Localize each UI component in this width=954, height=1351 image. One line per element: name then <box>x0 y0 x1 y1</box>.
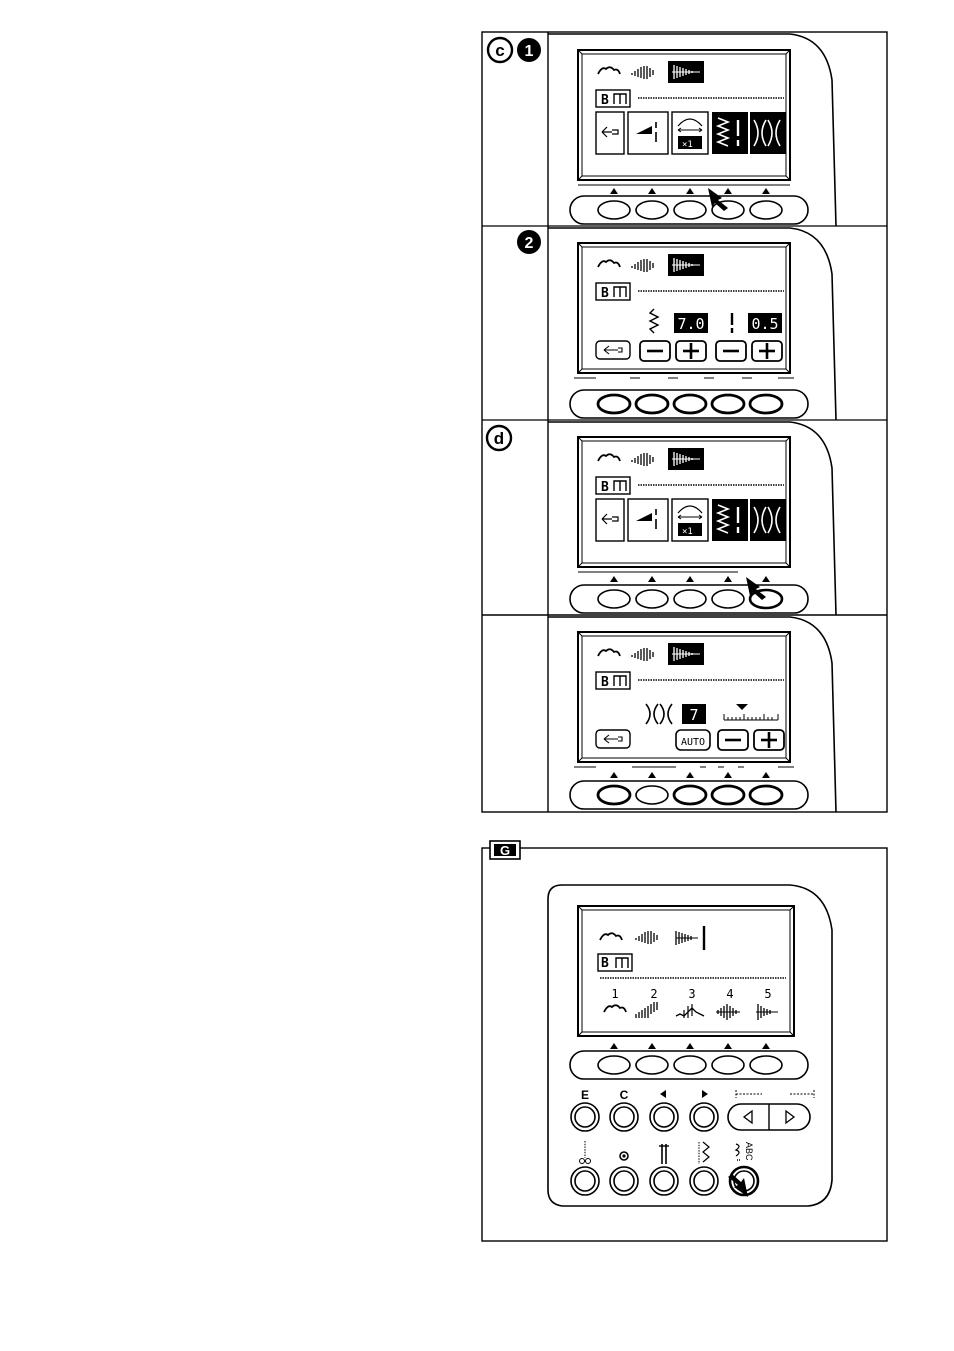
c-button-label: C <box>620 1088 629 1102</box>
c-button[interactable] <box>610 1103 638 1131</box>
button-strip-c2[interactable] <box>570 390 808 418</box>
bobbin-labels: B B B B <box>601 93 609 690</box>
button-strip-d2[interactable] <box>570 781 808 809</box>
e-button[interactable] <box>571 1103 599 1131</box>
pattern-number-2: 2 <box>650 987 657 1001</box>
pattern-numbers: 1 2 3 4 5 <box>611 987 771 1001</box>
control-panel-g: B 1 2 3 4 5 <box>548 885 832 1206</box>
lcd-screen-d1: ×1 <box>578 437 790 572</box>
svg-text:1: 1 <box>525 43 534 60</box>
pattern-2-icon <box>636 1002 657 1018</box>
panel-d-step1: d ×1 <box>487 420 836 615</box>
function-row-1: E C <box>571 1088 814 1131</box>
width-slider-indicator <box>736 1090 814 1098</box>
pattern-number-4: 4 <box>726 987 733 1001</box>
e-button-label: E <box>581 1088 589 1102</box>
abc-label: ABC <box>744 1142 754 1161</box>
prev-button[interactable] <box>650 1103 678 1131</box>
frame-g: G <box>482 841 887 1241</box>
auto-button-label: AUTO <box>681 737 705 748</box>
tension-value: 7 <box>689 706 698 724</box>
slider-right-icon <box>786 1111 794 1123</box>
function-row-2: ABC <box>571 1141 758 1197</box>
arrow-row-c1 <box>610 188 770 194</box>
abc-mode-icon: ABC <box>736 1142 754 1161</box>
zigzag-icon <box>699 1142 709 1164</box>
step-2-marker: 2 <box>517 230 541 254</box>
panel-c-step1: c 1 ×1 <box>488 32 836 226</box>
needle-position-icon <box>659 1144 669 1164</box>
needle-position-button[interactable] <box>650 1167 678 1195</box>
pattern-number-5: 5 <box>764 987 771 1001</box>
pattern-number-1: 1 <box>611 987 618 1001</box>
pattern-counter: ×1 <box>682 527 693 537</box>
width-value: 7.0 <box>677 315 704 333</box>
step-1-marker: 1 <box>517 38 541 62</box>
lock-stitch-icon <box>620 1152 628 1160</box>
bobbin-label: B <box>601 675 609 690</box>
arrow-row-d2 <box>610 772 770 778</box>
button-strip-c1[interactable] <box>570 196 808 224</box>
section-d-marker: d <box>487 426 511 450</box>
length-value: 0.5 <box>751 315 778 333</box>
bobbin-label: B <box>601 480 609 495</box>
button-strip-d1[interactable] <box>570 585 808 613</box>
svg-text:G: G <box>500 843 510 858</box>
slider-left-icon <box>744 1111 752 1123</box>
arrow-row-d1 <box>610 576 770 582</box>
press-arrow-icon <box>746 577 766 600</box>
svg-text:d: d <box>494 429 504 448</box>
lcd-screen-d2: 7 AUTO <box>574 632 794 767</box>
pattern-1-icon <box>604 1005 626 1012</box>
panel-c-step2: 2 7.0 0.5 <box>517 226 836 420</box>
lcd-screen-c1: ×1 <box>578 50 790 185</box>
svg-text:c: c <box>495 41 504 60</box>
section-c-marker: c <box>488 38 512 62</box>
lock-stitch-button[interactable] <box>610 1167 638 1195</box>
right-triangle-icon <box>702 1090 708 1098</box>
button-strip-g[interactable] <box>570 1051 808 1079</box>
pattern-5-icon <box>756 1004 778 1020</box>
pattern-4-icon <box>716 1004 740 1020</box>
zigzag-button[interactable] <box>690 1167 718 1195</box>
svg-text:2: 2 <box>525 235 534 252</box>
width-slider[interactable] <box>728 1104 810 1130</box>
pattern-3-icon <box>676 1004 704 1018</box>
arrow-row-g <box>610 1043 770 1049</box>
lcd-screen-c2: 7.0 0.5 <box>574 243 794 378</box>
bobbin-label: B <box>601 93 609 108</box>
pattern-counter: ×1 <box>682 140 693 150</box>
thread-cutter-icon <box>580 1141 591 1164</box>
lcd-screen-g: B 1 2 3 4 5 <box>578 906 794 1036</box>
section-g-marker: G <box>490 841 520 859</box>
panel-d-step2: 7 AUTO <box>548 615 836 812</box>
pattern-number-3: 3 <box>688 987 695 1001</box>
bobbin-label: B <box>601 956 609 971</box>
thread-cutter-button[interactable] <box>571 1167 599 1195</box>
bobbin-label: B <box>601 286 609 301</box>
next-button[interactable] <box>690 1103 718 1131</box>
left-triangle-icon <box>660 1090 666 1098</box>
press-arrow-icon <box>708 188 728 211</box>
